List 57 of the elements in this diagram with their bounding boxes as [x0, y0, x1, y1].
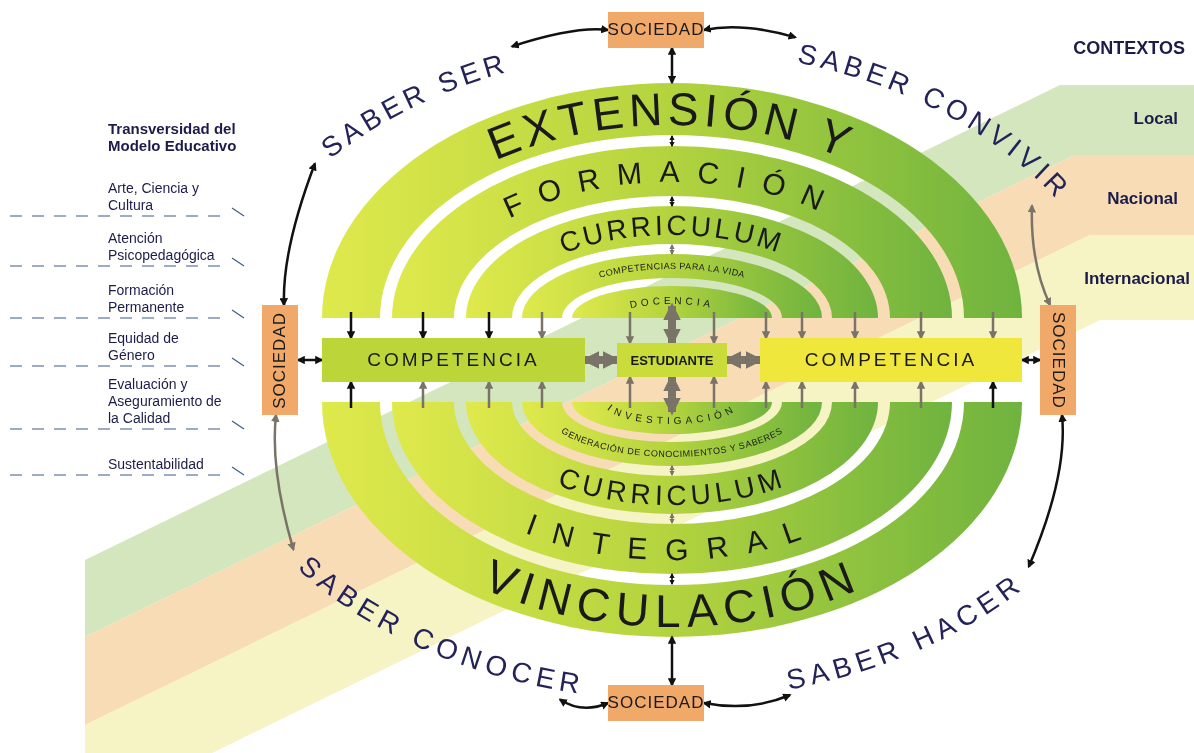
arrow [346, 380, 356, 408]
double-arrow [558, 698, 610, 710]
arrow [418, 312, 428, 340]
arrow [916, 312, 926, 340]
arrow [625, 312, 635, 345]
double-arrow [669, 195, 675, 208]
arrow [988, 380, 998, 408]
double-arrow [510, 25, 610, 49]
list-item: Arte, Ciencia y Cultura [108, 180, 201, 214]
list-item: Atención Psicopedagógica [108, 230, 216, 264]
label-bar: ESTUDIANTE [617, 343, 727, 377]
arrow [537, 380, 547, 408]
double-arrow [669, 134, 675, 148]
label-box: SOCIEDAD [608, 12, 704, 48]
double-arrow [271, 413, 296, 552]
arc-label: DOCENCIA [628, 294, 716, 310]
arc-label: CURRICULUM [555, 461, 789, 511]
double-arrow [669, 572, 675, 586]
arrow [484, 312, 494, 340]
arrow [418, 380, 428, 408]
band-label: Nacional [1107, 189, 1178, 208]
double-arrow [279, 161, 317, 307]
arrow [988, 312, 998, 340]
arrow [797, 312, 807, 340]
arrow [484, 380, 494, 408]
list-item: Equidad de Género [108, 330, 180, 364]
arrow [761, 380, 771, 408]
arrow [916, 380, 926, 408]
double-arrow [669, 512, 675, 525]
list-item: Sustentabilidad [108, 456, 205, 473]
double-arrow [667, 635, 677, 687]
arrow [850, 312, 860, 340]
arrow [346, 312, 356, 340]
double-arrow [669, 464, 675, 477]
arrow [537, 312, 547, 340]
label-box: SOCIEDAD [262, 305, 298, 415]
double-arrow [1027, 203, 1052, 307]
arrow [709, 375, 719, 408]
heading: Transversidad del Modelo Educativo [108, 120, 238, 154]
double-arrow [667, 46, 677, 85]
arc-label: COMPETENCIAS PARA LA VIDA [597, 261, 747, 280]
arrow [625, 375, 635, 408]
list-item: Evaluación y Aseguramiento de la Calidad [108, 376, 223, 427]
arrow [850, 380, 860, 408]
arrow [709, 312, 719, 345]
label-box: SOCIEDAD [608, 685, 704, 721]
heading: CONTEXTOS [1072, 40, 1185, 57]
list-item: Formación Permanente [108, 282, 186, 316]
label-bar: COMPETENCIA [322, 338, 585, 382]
label-box: SOCIEDAD [1040, 305, 1076, 415]
band-label: Local [1133, 109, 1178, 128]
double-arrow [669, 243, 675, 256]
label-bar: COMPETENCIA [760, 338, 1022, 382]
arrow [797, 380, 807, 408]
arrow [761, 312, 771, 340]
band-label: Internacional [1084, 269, 1190, 288]
double-arrow [1027, 413, 1067, 569]
